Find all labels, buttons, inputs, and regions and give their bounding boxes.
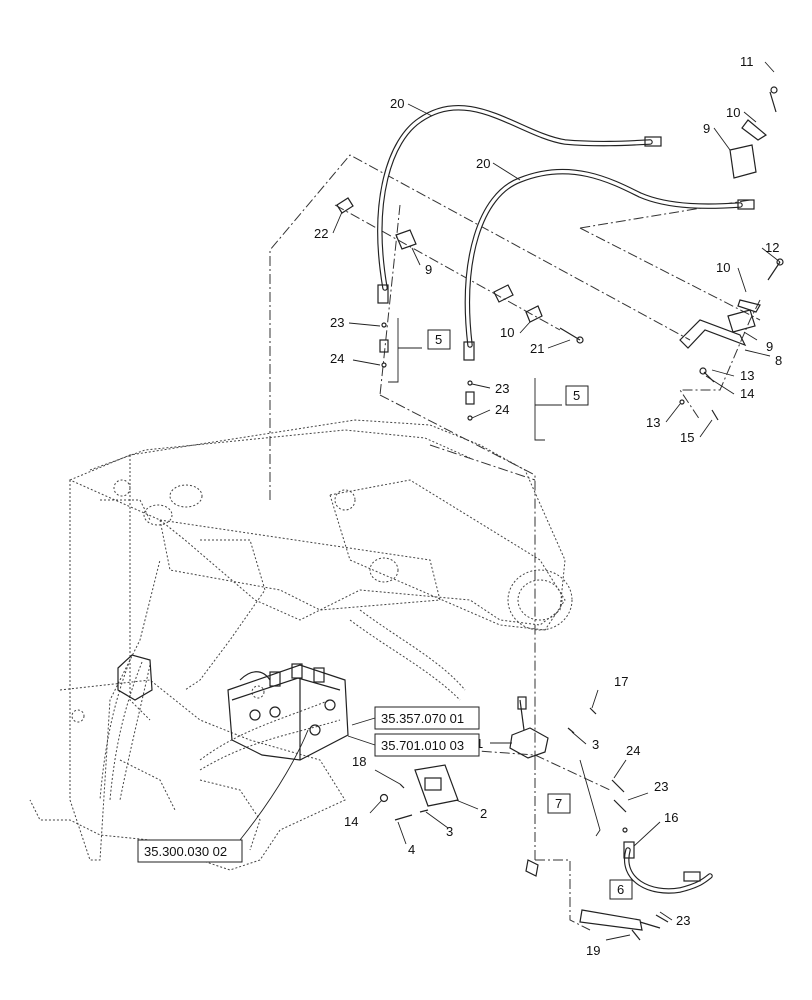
callout-19: 19 xyxy=(586,943,600,958)
callout-23-right: 23 xyxy=(495,381,509,396)
callout-22: 22 xyxy=(314,226,328,241)
callout-10-mid: 10 xyxy=(500,325,514,340)
callout-17: 17 xyxy=(614,674,628,689)
loader-frame-outline xyxy=(29,419,573,871)
control-valve xyxy=(117,654,349,761)
leader-lines xyxy=(239,61,781,941)
callout-23-left: 23 xyxy=(330,315,344,330)
callout-16: 16 xyxy=(664,810,678,825)
boxed-callout-7: 7 xyxy=(555,796,562,811)
callout-24-left: 24 xyxy=(330,351,344,366)
callout-14-lower: 14 xyxy=(344,814,358,829)
box-6 xyxy=(609,879,633,900)
boxed-callouts: 5 5 7 6 xyxy=(427,329,633,900)
callout-1: 1 xyxy=(476,736,483,751)
callout-24-lower: 24 xyxy=(626,743,640,758)
callout-11: 11 xyxy=(740,54,754,69)
box-5-right xyxy=(565,385,589,406)
callout-13-left: 13 xyxy=(646,415,660,430)
hose-upper xyxy=(377,105,662,304)
ref-box-3 xyxy=(137,839,243,863)
ref-box-1 xyxy=(374,706,480,730)
hose-lower xyxy=(463,168,755,361)
callout-12: 12 xyxy=(765,240,779,255)
callout-18: 18 xyxy=(352,754,366,769)
callout-8: 8 xyxy=(775,353,782,368)
callout-20-lower: 20 xyxy=(476,156,490,171)
reference-35-701-010-03: 35.701.010 03 xyxy=(381,738,464,753)
boxed-callout-6: 6 xyxy=(617,882,624,897)
hardware-parts xyxy=(336,86,784,941)
callout-9-right: 9 xyxy=(766,339,773,354)
callout-23-bottom: 23 xyxy=(676,913,690,928)
callout-3-right: 3 xyxy=(592,737,599,752)
callout-24-right: 24 xyxy=(495,402,509,417)
box-5-left xyxy=(427,329,451,350)
callout-23-lower: 23 xyxy=(654,779,668,794)
assembly-lines xyxy=(269,154,761,931)
reference-boxes: 35.357.070 01 35.701.010 03 35.300.030 0… xyxy=(137,706,480,863)
callout-14-right: 14 xyxy=(740,386,754,401)
callout-9-top: 9 xyxy=(703,121,710,136)
boxed-callout-5-right: 5 xyxy=(573,388,580,403)
callout-3-lower: 3 xyxy=(446,824,453,839)
callout-20-upper: 20 xyxy=(390,96,404,111)
callout-15: 15 xyxy=(680,430,694,445)
ref-box-2 xyxy=(374,733,480,757)
callout-10-top: 10 xyxy=(726,105,740,120)
box-7 xyxy=(547,793,571,814)
callout-9-left: 9 xyxy=(425,262,432,277)
callout-21: 21 xyxy=(530,341,544,356)
boxed-callout-5-left: 5 xyxy=(435,332,442,347)
callout-13-right: 13 xyxy=(740,368,754,383)
callout-labels: 11 10 9 20 20 22 9 23 24 10 21 12 10 9 8… xyxy=(314,54,782,958)
callout-2: 2 xyxy=(480,806,487,821)
reference-35-357-070-01: 35.357.070 01 xyxy=(381,711,464,726)
callout-10-right: 10 xyxy=(716,260,730,275)
reference-35-300-030-02: 35.300.030 02 xyxy=(144,844,227,859)
callout-4: 4 xyxy=(408,842,415,857)
